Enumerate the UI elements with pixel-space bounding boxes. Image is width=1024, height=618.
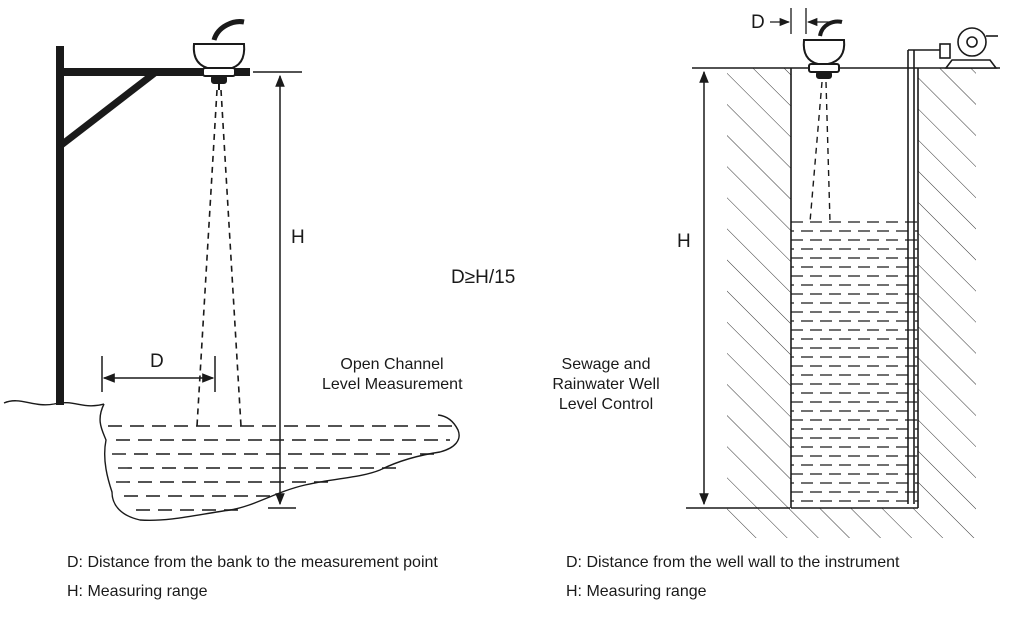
right-legend-h: H: Measuring range [566, 583, 707, 600]
right-legend-d: D: Distance from the well wall to the in… [566, 554, 900, 571]
pump-icon [939, 27, 998, 69]
right-caption-line3: Level Control [558, 396, 654, 413]
well-diagram [686, 8, 1000, 538]
sensor-beam [809, 81, 831, 223]
h-dimension-line-well [686, 70, 790, 509]
left-legend-d: D: Distance from the bank to the measure… [67, 554, 438, 571]
right-d-label: D [751, 12, 765, 33]
ultrasonic-sensor-icon [802, 19, 846, 79]
well-walls [790, 49, 944, 509]
left-caption-line1: Open Channel [340, 356, 444, 373]
well-water [791, 221, 918, 502]
left-caption-line2: Level Measurement [322, 376, 463, 393]
left-caption: Open Channel Level Measurement [322, 355, 463, 395]
d-dimension-line-well [770, 8, 838, 34]
right-caption-line2: Rainwater Well [552, 376, 660, 393]
sensor-beam [196, 89, 242, 427]
open-channel-diagram [3, 19, 460, 522]
formula-label: D≥H/15 [451, 267, 516, 288]
well-earth [727, 68, 976, 538]
right-caption: Sewage and Rainwater Well Level Control [536, 355, 676, 415]
left-d-label: D [150, 351, 164, 372]
channel-water [108, 425, 455, 511]
left-legend-h: H: Measuring range [67, 583, 208, 600]
left-h-label: H [291, 227, 305, 248]
right-caption-line1: Sewage and [561, 356, 651, 373]
h-dimension-line [253, 71, 302, 509]
ultrasonic-sensor-icon [192, 19, 246, 90]
d-dimension-line [101, 356, 216, 392]
riverbank [3, 400, 460, 522]
right-h-label: H [677, 231, 691, 252]
